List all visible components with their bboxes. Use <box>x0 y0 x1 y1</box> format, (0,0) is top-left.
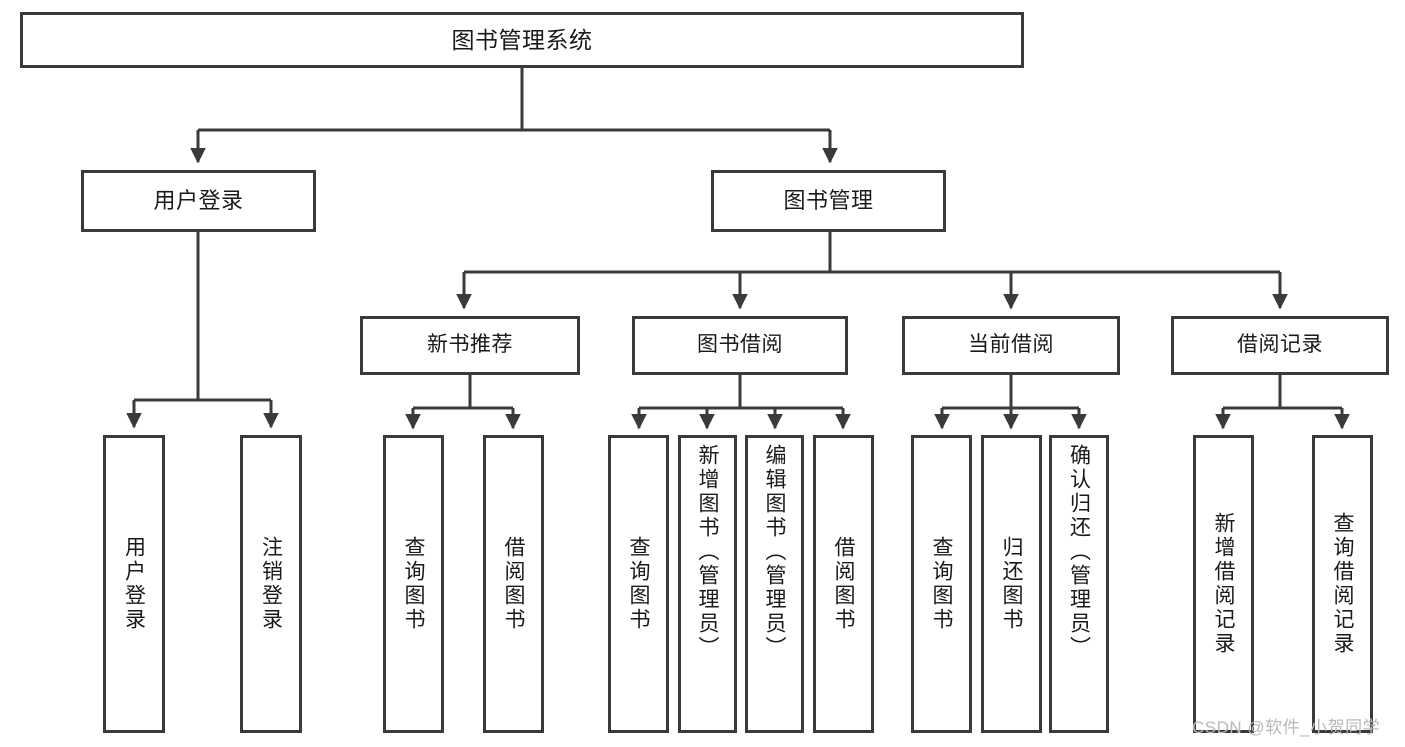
node-book-borrow[interactable]: 图书借阅 <box>632 316 848 375</box>
node-label: 新书推荐 <box>427 333 513 357</box>
node-label: 用户登录 <box>153 188 244 214</box>
node-label: 当前借阅 <box>968 333 1054 357</box>
node-label: 借阅图书 <box>502 536 525 632</box>
node-root-system[interactable]: 图书管理系统 <box>20 12 1024 68</box>
leaf-query-book-borrow[interactable]: 查询图书 <box>608 435 669 733</box>
node-label: 注销登录 <box>259 536 283 632</box>
node-label: 确认归还（管理员） <box>1067 444 1091 660</box>
leaf-return-book[interactable]: 归还图书 <box>981 435 1042 733</box>
leaf-borrow-book[interactable]: 借阅图书 <box>813 435 874 733</box>
leaf-confirm-return-admin[interactable]: 确认归还（管理员） <box>1049 435 1109 733</box>
node-label: 新增借阅记录 <box>1212 512 1235 656</box>
node-user-login[interactable]: 用户登录 <box>81 170 316 232</box>
leaf-edit-book-admin[interactable]: 编辑图书（管理员） <box>745 435 804 733</box>
node-label: 查询借阅记录 <box>1331 512 1354 656</box>
node-label: 图书管理系统 <box>451 26 593 53</box>
leaf-user-login[interactable]: 用户登录 <box>103 435 165 733</box>
leaf-query-book-new[interactable]: 查询图书 <box>383 435 444 733</box>
node-new-book-recommend[interactable]: 新书推荐 <box>360 316 580 375</box>
leaf-add-borrow-record[interactable]: 新增借阅记录 <box>1193 435 1254 733</box>
node-label: 查询图书 <box>930 536 953 632</box>
node-book-management[interactable]: 图书管理 <box>711 170 946 232</box>
node-label: 归还图书 <box>1000 536 1023 632</box>
leaf-add-book-admin[interactable]: 新增图书（管理员） <box>678 435 737 733</box>
node-label: 查询图书 <box>627 536 650 632</box>
node-label: 借阅图书 <box>832 536 855 632</box>
node-label: 新增图书（管理员） <box>696 444 719 660</box>
node-label: 编辑图书（管理员） <box>763 444 786 660</box>
node-label: 查询图书 <box>402 536 425 632</box>
leaf-borrow-book-new[interactable]: 借阅图书 <box>483 435 544 733</box>
node-borrow-record[interactable]: 借阅记录 <box>1171 316 1389 375</box>
node-label: 借阅记录 <box>1237 333 1323 357</box>
leaf-query-book-current[interactable]: 查询图书 <box>911 435 972 733</box>
node-label: 用户登录 <box>122 536 146 632</box>
node-label: 图书管理 <box>783 188 874 214</box>
leaf-logout[interactable]: 注销登录 <box>240 435 302 733</box>
node-current-borrow[interactable]: 当前借阅 <box>902 316 1120 375</box>
leaf-query-borrow-record[interactable]: 查询借阅记录 <box>1312 435 1373 733</box>
node-label: 图书借阅 <box>697 333 783 357</box>
watermark: CSDN @软件_小贺同学 <box>1192 718 1381 737</box>
